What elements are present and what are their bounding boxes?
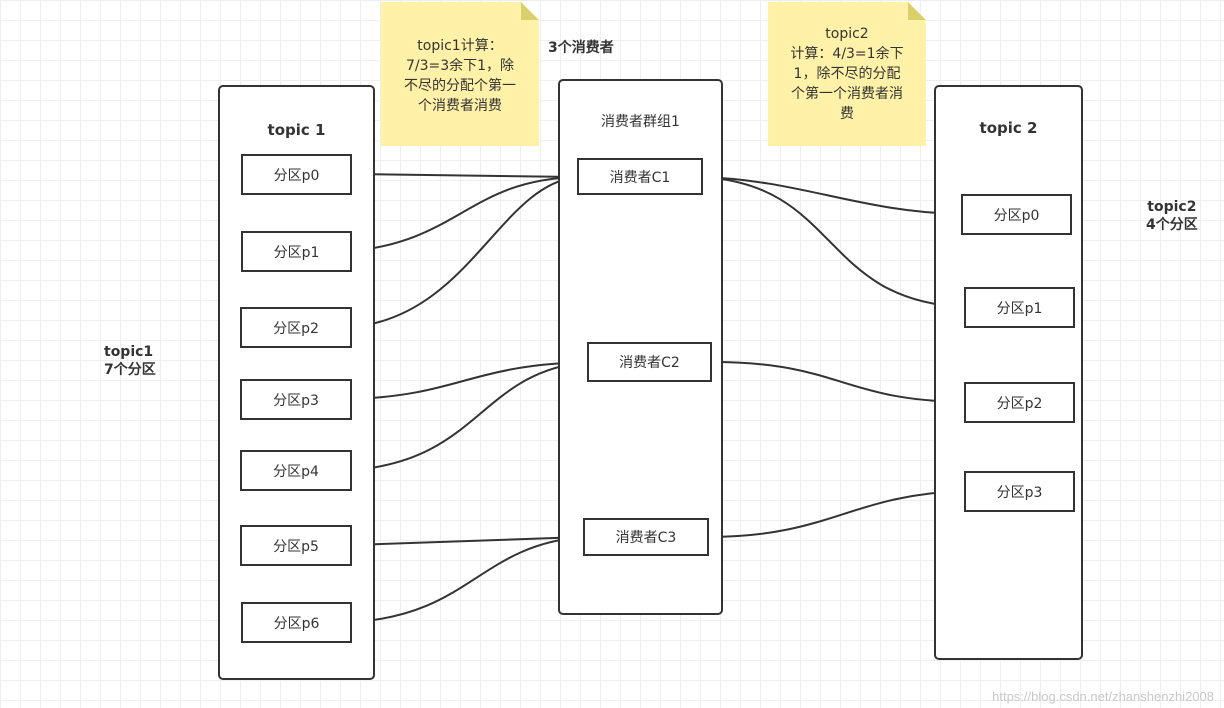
topic1-partition-p6[interactable]: 分区p6 bbox=[241, 602, 352, 643]
topic2-partition-p0[interactable]: 分区p0 bbox=[961, 194, 1072, 235]
edge-c3-t1p5 bbox=[351, 535, 584, 554]
topic1-partition-p0[interactable]: 分区p0 bbox=[241, 154, 352, 195]
topic1-side-name: topic1 bbox=[104, 344, 154, 360]
topic1-title: topic 1 bbox=[267, 121, 326, 139]
consumer-count-label: 3个消费者 bbox=[548, 40, 614, 56]
topic2-side-count: 4个分区 bbox=[1146, 217, 1198, 233]
topic1-partition-p1[interactable]: 分区p1 bbox=[241, 231, 352, 272]
edge-c1-t1p1 bbox=[351, 176, 578, 259]
topic2-container: topic 2 bbox=[934, 85, 1083, 660]
note-line: 费 bbox=[840, 106, 854, 122]
topic2-calculation-note: topic2 计算：4/3=1余下 1，除不尽的分配 个第一个消费者消 费 bbox=[768, 2, 926, 146]
note-line: 不尽的分配个第一 bbox=[404, 78, 516, 94]
consumer-c2[interactable]: 消费者C2 bbox=[587, 342, 712, 382]
edge-c3-t2p3 bbox=[707, 482, 965, 538]
topic1-partition-p5[interactable]: 分区p5 bbox=[240, 525, 352, 566]
note-line: 1，除不尽的分配 bbox=[793, 66, 901, 82]
topic1-calculation-note: topic1计算： 7/3=3余下1，除 不尽的分配个第一 个消费者消费 bbox=[381, 2, 539, 146]
edge-c3-t1p6 bbox=[351, 536, 584, 631]
topic2-title: topic 2 bbox=[979, 119, 1038, 137]
note-line: 个第一个消费者消 bbox=[791, 86, 903, 102]
note-line: 7/3=3余下1，除 bbox=[405, 58, 515, 74]
topic1-partition-count-label: topic1 7个分区 bbox=[104, 343, 156, 379]
note-line: topic1计算： bbox=[417, 38, 503, 54]
topic2-partition-p2[interactable]: 分区p2 bbox=[964, 382, 1075, 423]
topic2-side-name: topic2 bbox=[1147, 199, 1197, 215]
watermark-url: https://blog.csdn.net/zhanshenzhi2008 bbox=[992, 689, 1214, 704]
note-line: topic2 bbox=[825, 26, 869, 42]
consumer-group-title: 消费者群组1 bbox=[601, 114, 680, 130]
edge-c2-t2p2 bbox=[711, 361, 965, 411]
note-line: 个消费者消费 bbox=[418, 98, 502, 114]
topic2-partition-p3[interactable]: 分区p3 bbox=[964, 471, 1075, 512]
edge-c1-t2p1 bbox=[701, 176, 965, 316]
topic1-partition-p4[interactable]: 分区p4 bbox=[240, 450, 352, 491]
edge-c1-t1p2 bbox=[351, 176, 578, 335]
topic1-partition-p3[interactable]: 分区p3 bbox=[240, 379, 352, 420]
consumer-c3[interactable]: 消费者C3 bbox=[583, 518, 709, 556]
edge-c2-t1p4 bbox=[351, 361, 588, 478]
note-line: 计算：4/3=1余下 bbox=[790, 46, 904, 62]
topic2-partition-p1[interactable]: 分区p1 bbox=[964, 287, 1075, 328]
topic2-partition-count-label: topic2 4个分区 bbox=[1146, 198, 1198, 234]
topic1-side-count: 7个分区 bbox=[104, 362, 156, 378]
edge-c1-t2p0 bbox=[701, 176, 962, 223]
edge-c1-t1p0 bbox=[351, 165, 578, 184]
edge-c2-t1p3 bbox=[351, 361, 588, 408]
consumer-c1[interactable]: 消费者C1 bbox=[577, 158, 703, 195]
topic1-partition-p2[interactable]: 分区p2 bbox=[240, 307, 352, 348]
